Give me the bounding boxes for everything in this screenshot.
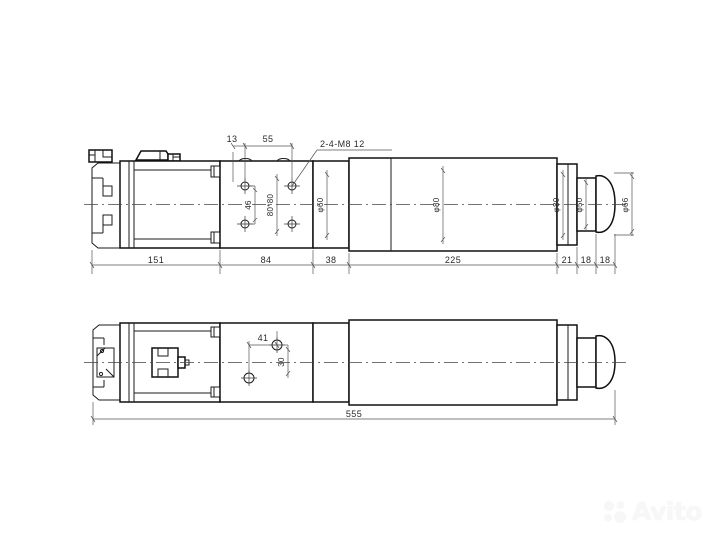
dim-151-label: 151: [148, 255, 164, 265]
dia-66-label: φ66: [621, 197, 630, 212]
top-view-rear-housing: [91, 162, 121, 249]
top-view: [84, 149, 630, 252]
top-view-dimensions: 13 55 2-4-M8 12 46 80*80 φ60 φ80 φ80 φ50: [89, 134, 635, 274]
dim-38-label: 38: [326, 255, 337, 265]
dim-18a-label: 18: [581, 255, 592, 265]
dim-225-label: 225: [445, 255, 461, 265]
dim-80x80-label: 80*80: [266, 194, 275, 217]
top-view-connector: [134, 150, 181, 162]
dim-21-label: 21: [562, 255, 573, 265]
dim-41-label: 41: [258, 333, 269, 343]
top-view-flange-block: [219, 157, 314, 249]
dia-80b-label: φ80: [552, 197, 561, 212]
dia-50-label: φ50: [575, 197, 584, 212]
top-view-rod-end: [595, 174, 616, 234]
dim-55-label: 55: [263, 134, 274, 144]
top-view-terminal-box: [88, 149, 113, 163]
dim-46-label: 46: [244, 200, 253, 210]
dim-84-label: 84: [261, 255, 272, 265]
dim-13-label: 13: [227, 134, 238, 144]
dia-60-label: φ60: [316, 197, 325, 212]
bottom-view-dimensions: 41 30 555: [90, 331, 618, 425]
dim-30-label: 30: [277, 357, 286, 367]
dia-80a-label: φ80: [432, 197, 441, 212]
dim-18b-label: 18: [600, 255, 611, 265]
bottom-view-rod-end: [595, 334, 616, 390]
thread-callout-label: 2-4-M8 12: [320, 139, 365, 149]
bottom-view: [84, 319, 630, 406]
dim-555-label: 555: [346, 409, 362, 419]
